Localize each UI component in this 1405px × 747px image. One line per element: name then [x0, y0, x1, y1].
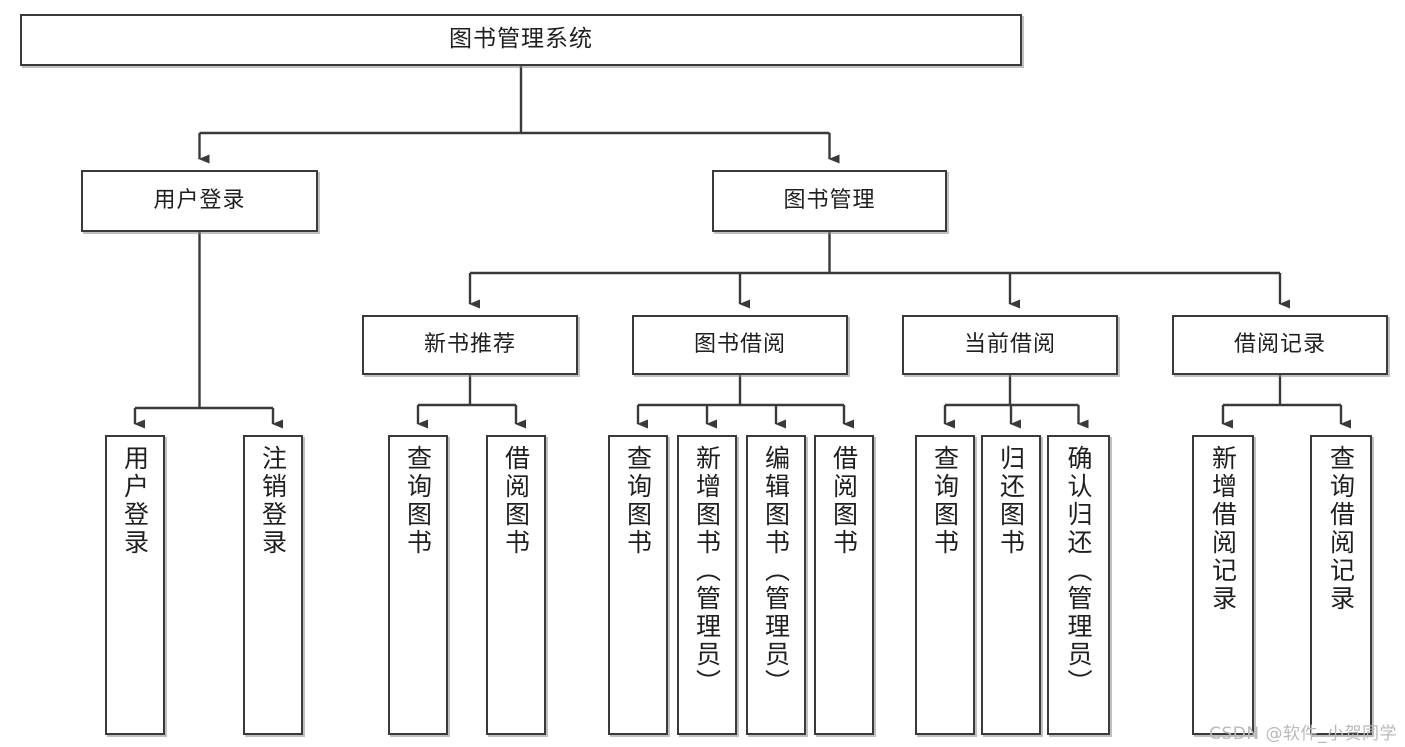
node-label: 新增图书（管理员）: [692, 445, 722, 697]
node-leaf-cb-confirm-return: 确认归还（管理员）: [1047, 435, 1110, 735]
node-leaf-bb-query-book: 查询图书: [608, 435, 668, 735]
node-leaf-rec-query-book: 查询图书: [388, 435, 448, 735]
node-new-book-rec: 新书推荐: [362, 315, 578, 375]
node-label: 查询借阅记录: [1326, 445, 1356, 613]
node-book-manage: 图书管理: [712, 170, 947, 232]
node-label: 编辑图书（管理员）: [761, 445, 791, 697]
node-label: 当前借阅: [963, 332, 1056, 358]
node-root: 图书管理系统: [20, 14, 1022, 66]
csdn-watermark: CSDN @软件_小贺同学: [1209, 724, 1397, 744]
node-leaf-bb-add-book: 新增图书（管理员）: [677, 435, 737, 735]
node-label: 图书借阅: [693, 332, 786, 358]
node-leaf-logout: 注销登录: [243, 435, 303, 735]
node-label: 借阅图书: [501, 445, 531, 557]
node-label: 图书管理系统: [449, 26, 593, 53]
node-leaf-br-add-record: 新增借阅记录: [1192, 435, 1254, 735]
node-label: 查询图书: [930, 445, 960, 557]
node-label: 借阅记录: [1233, 332, 1326, 358]
node-label: 新书推荐: [423, 332, 516, 358]
node-leaf-br-query-record: 查询借阅记录: [1310, 435, 1372, 735]
node-label: 图书管理: [783, 188, 876, 214]
node-leaf-cb-query-book: 查询图书: [915, 435, 975, 735]
node-label: 注销登录: [258, 445, 288, 557]
node-label: 用户登录: [120, 445, 150, 557]
node-label: 新增借阅记录: [1208, 445, 1238, 613]
node-leaf-bb-edit-book: 编辑图书（管理员）: [746, 435, 806, 735]
node-label: 借阅图书: [829, 445, 859, 557]
node-label: 查询图书: [623, 445, 653, 557]
node-leaf-rec-borrow-book: 借阅图书: [486, 435, 546, 735]
node-book-borrow: 图书借阅: [632, 315, 848, 375]
node-label: 确认归还（管理员）: [1064, 445, 1093, 697]
node-label: 用户登录: [153, 188, 246, 214]
node-user-login: 用户登录: [81, 170, 318, 232]
node-current-borrow: 当前借阅: [902, 315, 1118, 375]
node-leaf-bb-borrow-book: 借阅图书: [814, 435, 874, 735]
node-borrow-record: 借阅记录: [1172, 315, 1388, 375]
node-label: 归还图书: [996, 445, 1026, 557]
node-label: 查询图书: [403, 445, 433, 557]
node-leaf-user-login: 用户登录: [105, 435, 165, 735]
node-leaf-cb-return-book: 归还图书: [981, 435, 1041, 735]
